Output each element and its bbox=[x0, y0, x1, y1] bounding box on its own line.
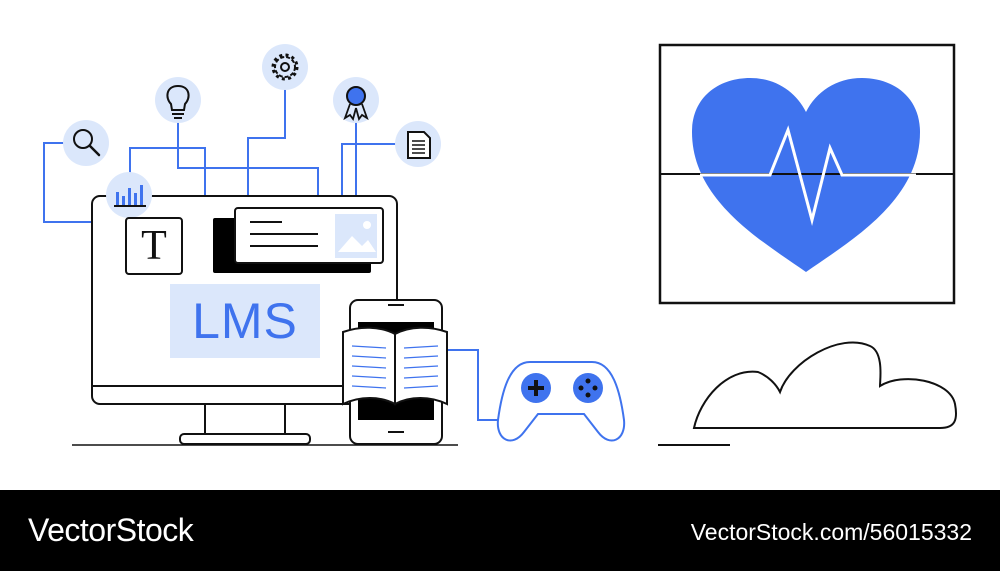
text-tool-glyph: T bbox=[141, 223, 167, 269]
document-icon bbox=[395, 121, 441, 167]
image-id-url: VectorStock.com/56015332 bbox=[690, 519, 972, 545]
elearning-illustration bbox=[43, 43, 958, 446]
book-icon bbox=[342, 326, 448, 406]
lms-heading: LMS bbox=[170, 284, 320, 358]
text-tool-box bbox=[125, 217, 183, 275]
search-icon bbox=[63, 120, 109, 166]
gear-icon bbox=[262, 44, 308, 90]
image-icon bbox=[335, 214, 377, 258]
watermark-footer: VectorStock VectorStock.com/56015332 bbox=[0, 490, 1000, 571]
lightbulb-icon bbox=[155, 77, 201, 123]
award-ribbon-icon bbox=[333, 77, 379, 123]
gamepad-icon bbox=[496, 361, 626, 442]
heart-pulse-icon bbox=[658, 43, 956, 305]
vectorstock-brand: VectorStock bbox=[28, 512, 194, 548]
connector-lines bbox=[43, 88, 502, 421]
cloud-icon bbox=[658, 341, 958, 446]
bar-chart-icon bbox=[106, 172, 152, 218]
